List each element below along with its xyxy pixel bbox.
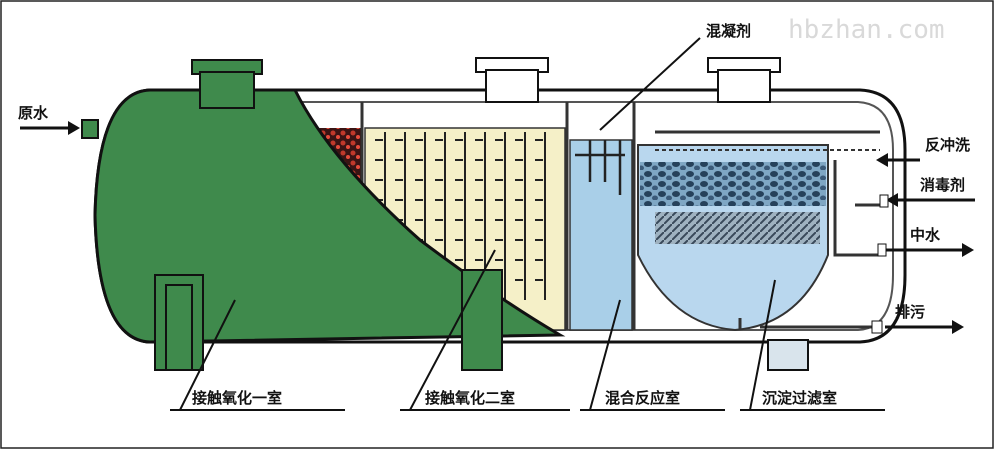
label-sedimentation-filtration: 沉淀过滤室: [762, 389, 837, 407]
filter-media-layer: [640, 162, 826, 206]
support-layer: [655, 212, 820, 244]
contact-oxidation-chamber-1: [93, 88, 566, 344]
label-mixing-reaction: 混合反应室: [605, 389, 680, 407]
label-disinfectant: 消毒剂: [920, 176, 965, 194]
top-nozzle-1: [191, 59, 263, 109]
label-raw-water: 原水: [18, 104, 49, 122]
label-sludge-discharge: 排污: [895, 303, 925, 321]
leader-lines: [170, 37, 885, 411]
label-contact-oxidation-1: 接触氧化一室: [192, 389, 282, 407]
label-contact-oxidation-2: 接触氧化二室: [425, 389, 515, 407]
top-nozzle-3: [707, 57, 781, 103]
label-reclaimed-water: 中水: [910, 226, 941, 244]
watermark-text: hbzhan.com: [788, 15, 945, 45]
support-leg-2: [461, 269, 503, 371]
label-backwash: 反冲洗: [925, 136, 970, 154]
top-nozzle-2: [475, 57, 549, 103]
label-coagulant: 混凝剂: [706, 22, 751, 40]
support-leg-1: [154, 274, 204, 371]
mixing-reaction-chamber: [569, 139, 633, 331]
coagulant-dosing-pipe: [575, 140, 625, 195]
support-leg-3: [767, 339, 809, 371]
